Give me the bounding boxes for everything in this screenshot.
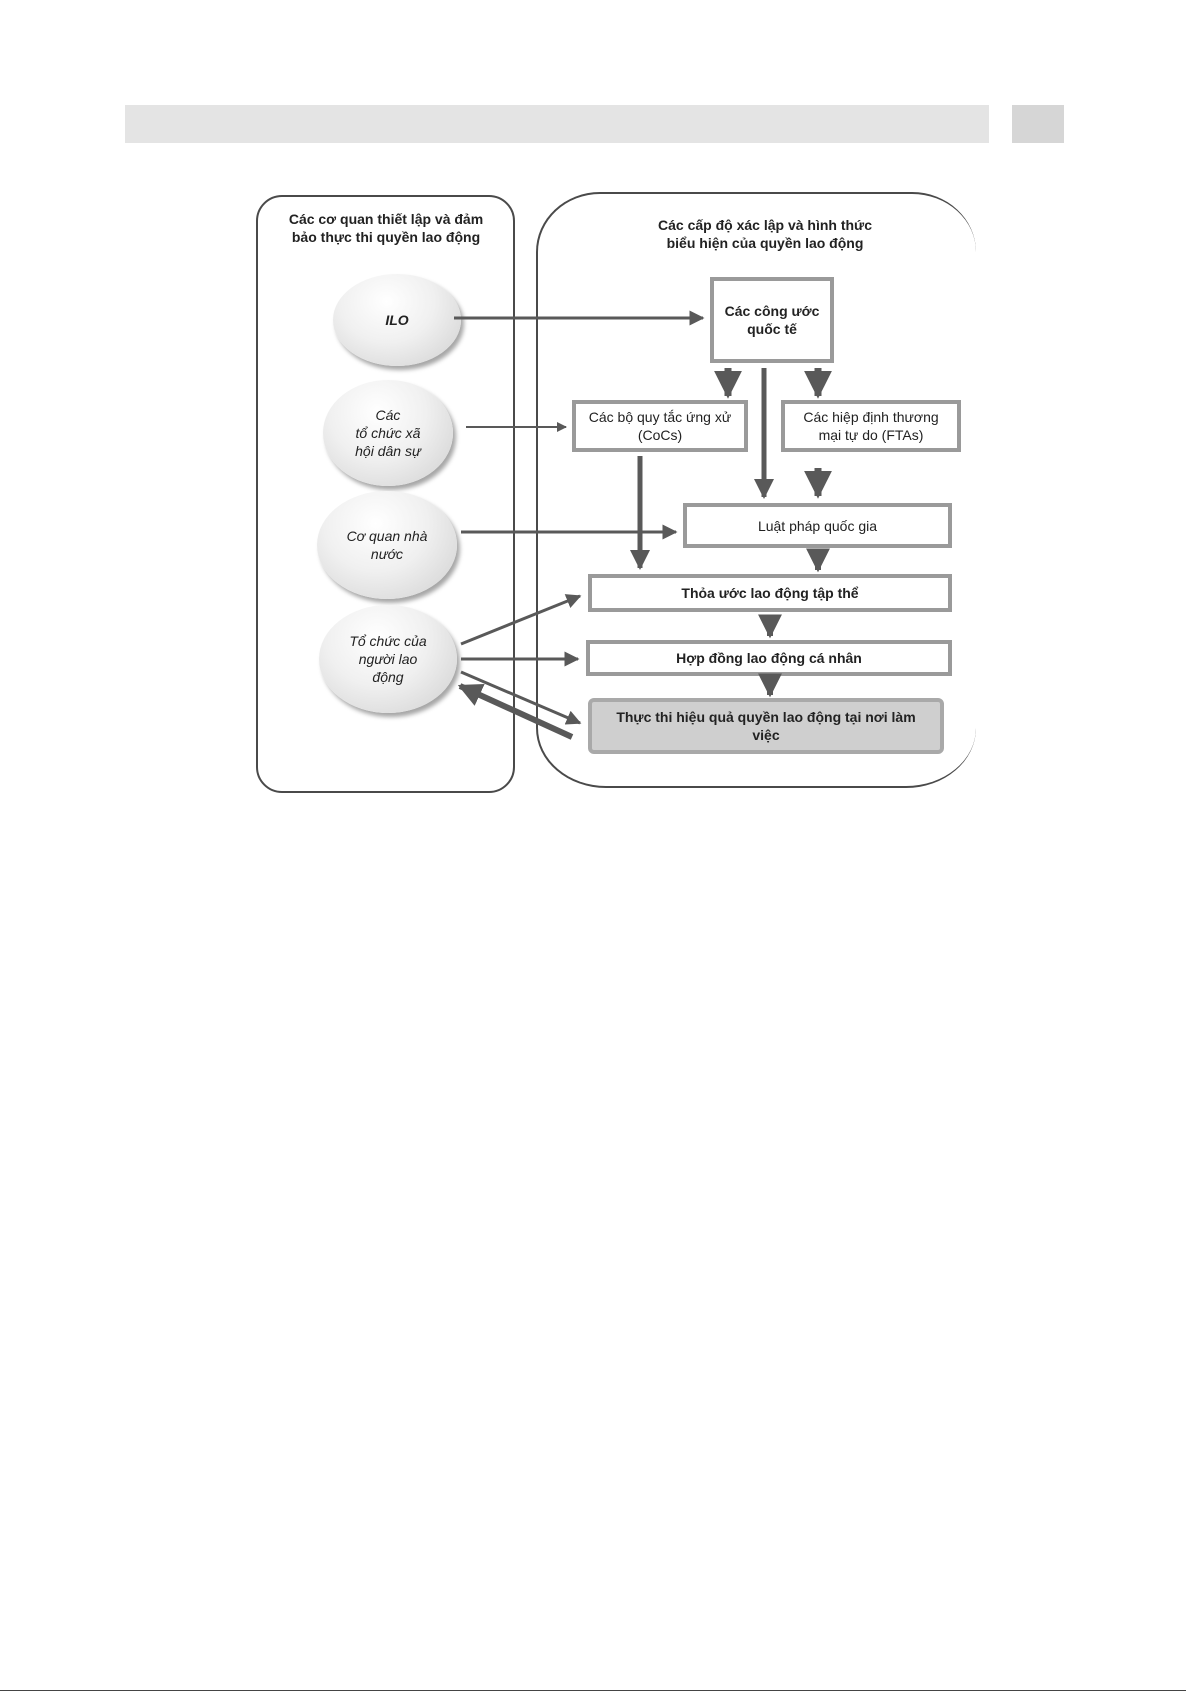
- actor-state-agency: Cơ quan nhà nước: [317, 491, 457, 599]
- page-bottom-edge: [0, 1690, 1186, 1691]
- rights-levels-panel-title: Các cấp độ xác lập và hình thức biểu hiệ…: [658, 217, 872, 251]
- arrow-workers-to-collective: [460, 594, 582, 646]
- actors-panel-title: Các cơ quan thiết lập và đảm bảo thực th…: [288, 211, 484, 245]
- box-international-conventions: Các công ước quốc tế: [710, 277, 834, 363]
- box-codes-of-conduct: Các bộ quy tắc ứng xử (CoCs): [572, 400, 748, 452]
- box-free-trade-agreements: Các hiệp định thương mại tự do (FTAs): [781, 400, 961, 452]
- arrow-workers-to-effective: [460, 670, 582, 725]
- box-collective-agreement: Thỏa ước lao động tập thể: [588, 574, 952, 612]
- page-header-bar: [125, 105, 989, 143]
- actor-workers-organization: Tổ chức của người lao động: [319, 605, 457, 713]
- box-effective-enforcement: Thực thi hiệu quả quyền lao động tại nơi…: [588, 698, 944, 754]
- page-number-tab: [1012, 105, 1064, 143]
- box-national-law: Luật pháp quốc gia: [683, 503, 952, 548]
- arrow-effective-to-workers: [457, 683, 574, 740]
- actor-civil-society: Các tổ chức xã hội dân sự: [323, 380, 453, 486]
- actor-ilo: ILO: [333, 274, 461, 366]
